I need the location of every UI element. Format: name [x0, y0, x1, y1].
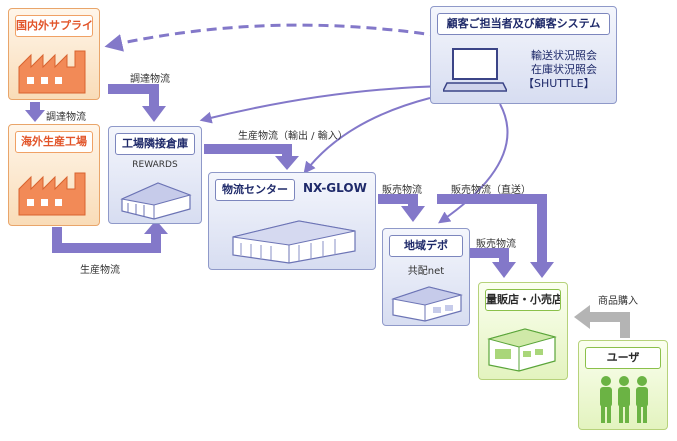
label-procurement-left: 調達物流 — [46, 112, 86, 123]
factory-icon — [18, 172, 86, 216]
system-line-inventory: 在庫状況照会 — [531, 63, 597, 76]
label-production: 生産物流 — [80, 265, 120, 276]
node-subtitle: 共配net — [407, 266, 445, 277]
node-overseas-factory: 海外生産工場 — [8, 124, 100, 226]
info-curve-warehouse — [199, 85, 451, 124]
node-user: ユーザ — [578, 340, 668, 430]
arrow-factory-to-warehouse — [52, 220, 168, 253]
arrow-depot-to-retail — [465, 248, 516, 278]
arrow-logistics-to-retail-direct — [437, 194, 554, 278]
factory-icon — [18, 50, 86, 94]
info-curve-depot — [438, 103, 509, 224]
users-icon — [600, 376, 648, 423]
distribution-center-icon — [232, 220, 356, 264]
laptop-icon — [443, 48, 507, 92]
node-title: 物流センター — [215, 179, 295, 201]
info-curve-logistics — [303, 97, 431, 174]
system-line-transport: 輸送状況照会 — [531, 49, 597, 62]
label-production-io: 生産物流（輸出 / 輸入） — [238, 131, 348, 142]
info-dashed-arrow — [104, 23, 441, 52]
label-procurement-top: 調達物流 — [130, 74, 170, 85]
node-logistics-center: 物流センター NX-GLOW — [208, 172, 376, 270]
label-sales-depot: 販売物流 — [476, 239, 516, 250]
node-subtitle: REWARDS — [132, 160, 178, 170]
node-title: 工場隣接倉庫 — [115, 133, 195, 155]
node-customer-system: 顧客ご担当者及び顧客システム 輸送状況照会 在庫状況照会 【SHUTTLE】 — [430, 6, 617, 104]
node-regional-depot: 地域デポ 共配net — [382, 228, 470, 326]
node-title: 海外生産工場 — [15, 131, 93, 153]
node-overseas-supplier: 国内外サプライヤー — [8, 8, 100, 100]
node-retail-store: 量販店・小売店 — [478, 282, 568, 380]
arrow-supplier-to-factory — [25, 102, 45, 122]
store-icon — [487, 328, 557, 372]
depot-icon — [391, 286, 463, 322]
warehouse-icon — [120, 182, 192, 220]
node-title: 国内外サプライヤー — [15, 15, 93, 37]
arrow-logistics-to-depot — [378, 194, 425, 222]
arrow-user-to-retail — [574, 305, 630, 338]
label-sales: 販売物流 — [382, 185, 422, 196]
node-title: ユーザ — [585, 347, 661, 369]
arrow-supplier-to-warehouse — [108, 84, 166, 122]
system-line-shuttle: 【SHUTTLE】 — [523, 77, 595, 90]
label-sales-direct: 販売物流（直送） — [451, 185, 531, 196]
logistics-brand: NX-GLOW — [303, 181, 367, 195]
node-title: 量販店・小売店 — [485, 289, 561, 311]
node-title: 地域デポ — [389, 235, 463, 257]
label-purchase: 商品購入 — [598, 296, 638, 307]
node-warehouse: 工場隣接倉庫 REWARDS — [108, 126, 202, 224]
arrow-warehouse-to-logistics — [204, 144, 299, 170]
node-title: 顧客ご担当者及び顧客システム — [437, 13, 610, 35]
